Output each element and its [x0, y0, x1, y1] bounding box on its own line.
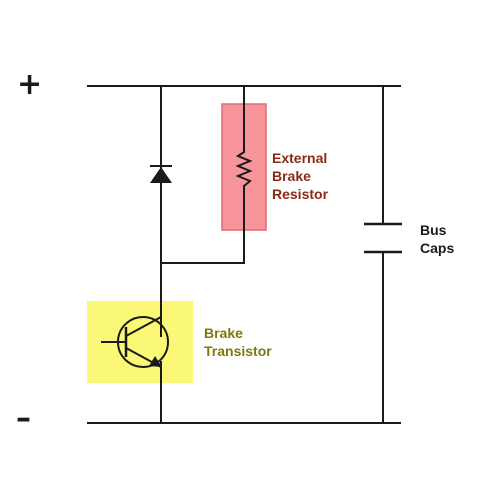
resistor-icon [235, 151, 253, 187]
resistor-label: External Brake Resistor [272, 150, 329, 202]
diode-icon [150, 165, 172, 183]
transistor-label: Brake Transistor [204, 325, 272, 359]
npn-transistor-icon [101, 316, 169, 368]
negative-terminal-label: – [16, 401, 31, 436]
positive-terminal-label: + [17, 67, 43, 102]
capacitor-icon [364, 222, 402, 254]
capacitor-label: Bus Caps [420, 222, 455, 256]
